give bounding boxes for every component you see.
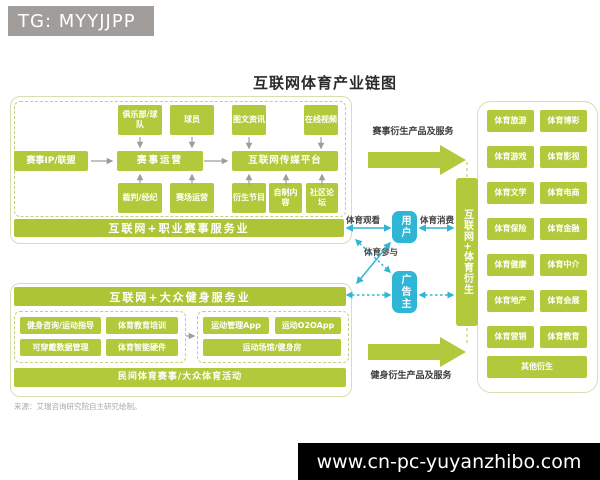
- telegram-badge: TG: MYYJJPP: [8, 6, 154, 36]
- box-venue-operation: 赛场运营: [170, 183, 214, 213]
- label-sports-watching: 体育观看: [346, 216, 381, 226]
- box-sports-film: 体育影视: [540, 146, 587, 168]
- derivatives-vertical-bar: 互联网+体育衍生: [456, 178, 478, 326]
- box-management-app: 运动管理App: [203, 317, 269, 334]
- box-derived-programs: 衍生节目: [232, 183, 266, 213]
- box-venues-gyms: 运动场馆/健身房: [203, 339, 341, 356]
- box-other-derivatives: 其他衍生: [487, 356, 587, 378]
- box-sports-exhibition: 体育会展: [540, 290, 587, 312]
- box-sports-edu-derivative: 体育教育: [540, 326, 587, 348]
- source-note: 来源：艾瑞咨询研究院自主研究绘制。: [14, 402, 142, 411]
- fitness-left-dashed-group: [14, 311, 186, 363]
- box-event-operation: 赛事运营: [117, 151, 203, 171]
- label-sports-participation: 体育参与: [364, 248, 399, 258]
- label-event-derivative-products: 赛事衍生产品及服务: [372, 127, 454, 137]
- box-news-info: 图文资讯: [232, 105, 266, 135]
- label-sports-consumption: 体育消费: [420, 216, 455, 226]
- fitness-right-dashed-group: [197, 311, 349, 363]
- label-fitness-derivative-products: 健身衍生产品及服务: [370, 371, 452, 381]
- box-sports-education: 体育教育培训: [106, 317, 178, 334]
- box-online-video: 在线视频: [304, 105, 338, 135]
- box-fitness-consulting: 健身咨询/运动指导: [20, 317, 101, 334]
- box-sports-realestate: 体育地产: [487, 290, 534, 312]
- box-club-team: 俱乐部/球队: [118, 105, 162, 135]
- box-sports-ecommerce: 体育电商: [540, 182, 587, 204]
- event-products-big-arrow: [368, 145, 466, 175]
- box-smart-hardware: 体育智能硬件: [106, 339, 178, 356]
- box-sports-finance: 体育金融: [540, 218, 587, 240]
- box-player: 球员: [170, 105, 214, 135]
- box-sports-tourism: 体育旅游: [487, 110, 534, 132]
- derivatives-column-container: [477, 101, 598, 393]
- box-event-ip: 赛事IP/联盟: [14, 151, 88, 171]
- watermark-bar: www.cn-pc-yuyanzhibo.com: [298, 443, 600, 480]
- page-title: 互联网体育产业链图: [252, 74, 397, 92]
- box-internet-platform: 互联网传媒平台: [232, 151, 338, 171]
- box-advertiser-hub: 广告主: [392, 271, 417, 313]
- box-community-forum: 社区论坛: [306, 183, 338, 213]
- fitness-section-banner: 互联网+大众健身服务业: [14, 287, 346, 306]
- box-referee-agent: 裁判/经纪: [118, 183, 162, 213]
- box-sports-betting: 体育博彩: [540, 110, 587, 132]
- box-self-made-content: 自制内容: [269, 183, 302, 213]
- box-sports-marketing: 体育营销: [487, 326, 534, 348]
- box-wearable-data: 可穿戴数据管理: [20, 339, 101, 356]
- box-sports-health: 体育健康: [487, 254, 534, 276]
- fitness-products-big-arrow: [368, 337, 466, 367]
- box-folk-sports-events: 民间体育赛事/大众体育活动: [14, 368, 346, 387]
- box-sports-literature: 体育文学: [487, 182, 534, 204]
- box-user-hub: 用户: [392, 211, 417, 243]
- box-o2o-app: 运动O2OApp: [275, 317, 341, 334]
- pro-section-banner: 互联网+职业赛事服务业: [14, 219, 344, 237]
- box-sports-agency: 体育中介: [540, 254, 587, 276]
- box-sports-games: 体育游戏: [487, 146, 534, 168]
- box-sports-insurance: 体育保险: [487, 218, 534, 240]
